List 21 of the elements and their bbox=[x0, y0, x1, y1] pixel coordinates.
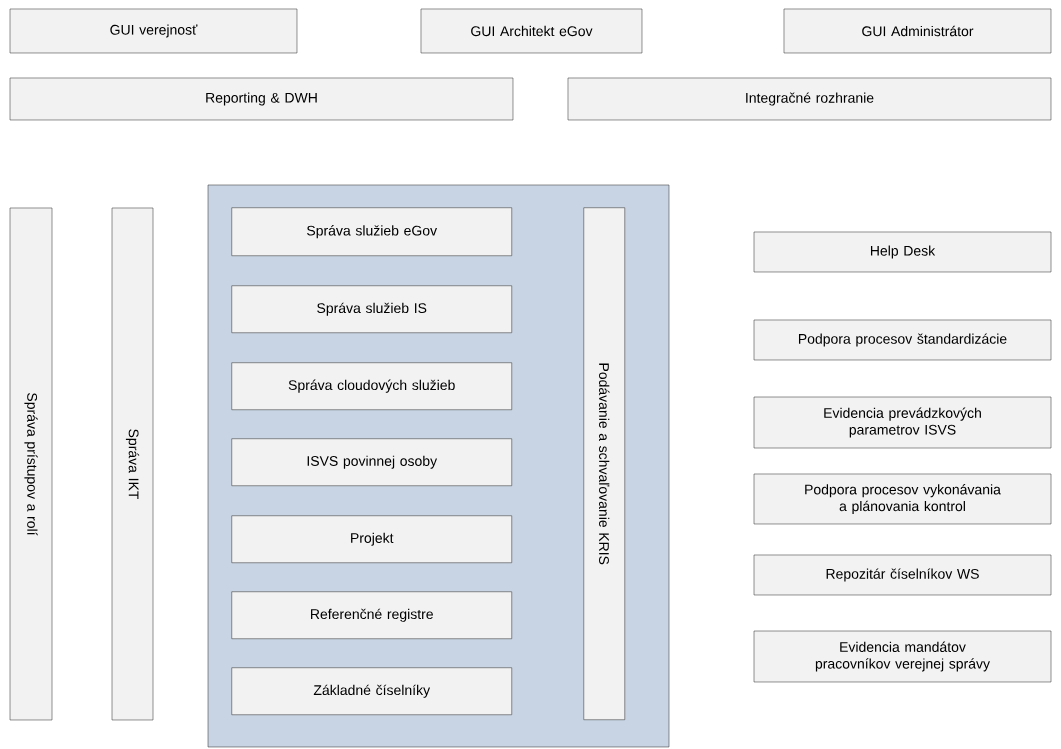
module-box: Reporting & DWH bbox=[9, 77, 514, 121]
module-box: Evidencia mandátov pracovníkov verejnej správy bbox=[753, 630, 1052, 683]
module-box: Podpora procesov vykonávania a plánovania kontrol bbox=[753, 473, 1052, 525]
module-box: Help Desk bbox=[753, 231, 1052, 273]
module-box: Podávanie a schvaľovanie KRIS bbox=[583, 207, 625, 720]
module-box: Podpora procesov štandardizácie bbox=[753, 319, 1052, 361]
module-box: Referenčné registre bbox=[231, 591, 512, 639]
module-box: Správa cloudových služieb bbox=[231, 362, 512, 410]
module-box: Správa služieb eGov bbox=[231, 207, 512, 256]
module-box: Evidencia prevádzkových parametrov ISVS bbox=[753, 396, 1052, 449]
module-box: GUI Administrátor bbox=[783, 8, 1052, 54]
module-box: GUI Architekt eGov bbox=[420, 8, 643, 54]
module-box: Repozitár číselníkov WS bbox=[753, 554, 1052, 596]
module-box: Integračné rozhranie bbox=[567, 77, 1052, 121]
module-box: ISVS povinnej osoby bbox=[231, 438, 512, 486]
module-box: Správa prístupov a rolí bbox=[9, 207, 53, 721]
module-box: Základné číselníky bbox=[231, 667, 512, 715]
module-box: GUI verejnosť bbox=[9, 8, 298, 54]
module-box: Projekt bbox=[231, 515, 512, 563]
module-box: Správa služieb IS bbox=[231, 285, 512, 333]
module-box: Správa IKT bbox=[111, 207, 154, 721]
